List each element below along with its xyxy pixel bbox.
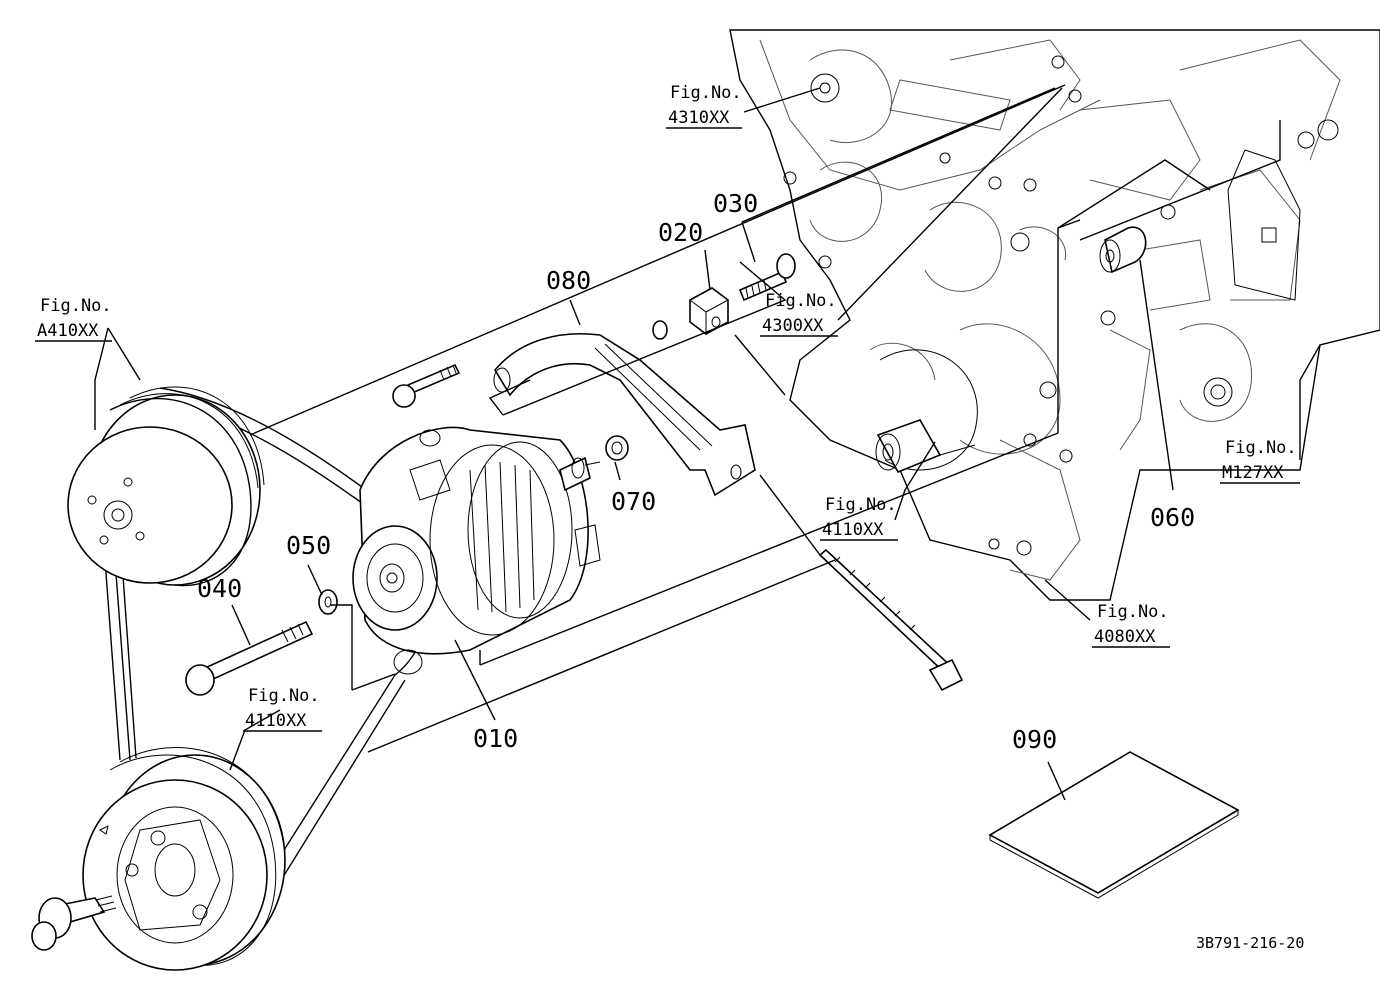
bolt-040 xyxy=(185,620,314,696)
bolt-bracket xyxy=(392,363,461,408)
label-040: 040 xyxy=(197,574,242,603)
adjuster-block xyxy=(689,287,729,335)
fig-ref-4110-center-line1: Fig.No. xyxy=(825,495,897,515)
label-050: 050 xyxy=(286,531,331,560)
document-number: 3B791-216-20 xyxy=(1196,934,1304,952)
fig-ref-4300-line2: 4300XX xyxy=(762,316,824,336)
long-bolt xyxy=(818,548,964,692)
fig-ref-4080-line2: 4080XX xyxy=(1094,627,1156,647)
label-090: 090 xyxy=(1012,725,1057,754)
fig-ref-a410-line2: A410XX xyxy=(37,321,99,341)
manual-sheet xyxy=(988,751,1240,899)
bolt-030 xyxy=(738,253,796,302)
alternator xyxy=(352,426,601,675)
washer-020 xyxy=(652,320,668,340)
fan-pulley xyxy=(67,386,265,587)
figure-references: Fig.No. 4310XX Fig.No. 4300XX Fig.No. A4… xyxy=(35,83,1300,732)
engine-block xyxy=(729,29,1380,601)
label-010: 010 xyxy=(473,724,518,753)
fig-ref-a410-line1: Fig.No. xyxy=(40,296,112,316)
label-080: 080 xyxy=(546,266,591,295)
fig-ref-4310-line1: Fig.No. xyxy=(670,83,742,103)
label-020: 020 xyxy=(658,218,703,247)
fig-ref-4110-lower-line1: Fig.No. xyxy=(248,686,320,706)
washer-050 xyxy=(318,589,338,615)
leader-lines xyxy=(94,84,1321,801)
crank-pulley xyxy=(31,747,286,971)
fig-ref-4110-lower-line2: 4110XX xyxy=(245,711,307,731)
label-060: 060 xyxy=(1150,503,1195,532)
fig-ref-4110-center-line2: 4110XX xyxy=(822,520,884,540)
label-070: 070 xyxy=(611,487,656,516)
part-labels: 010 020 030 040 050 060 070 080 090 xyxy=(197,189,1195,754)
label-030: 030 xyxy=(713,189,758,218)
fig-ref-4310-line2: 4310XX xyxy=(668,108,730,128)
tension-bracket xyxy=(493,332,756,497)
nut-070 xyxy=(605,435,629,461)
fig-ref-4080-line1: Fig.No. xyxy=(1097,602,1169,622)
fig-ref-m127-line1: Fig.No. xyxy=(1225,438,1297,458)
fig-ref-m127-line2: M127XX xyxy=(1222,463,1284,483)
fig-ref-4300-line1: Fig.No. xyxy=(765,291,837,311)
